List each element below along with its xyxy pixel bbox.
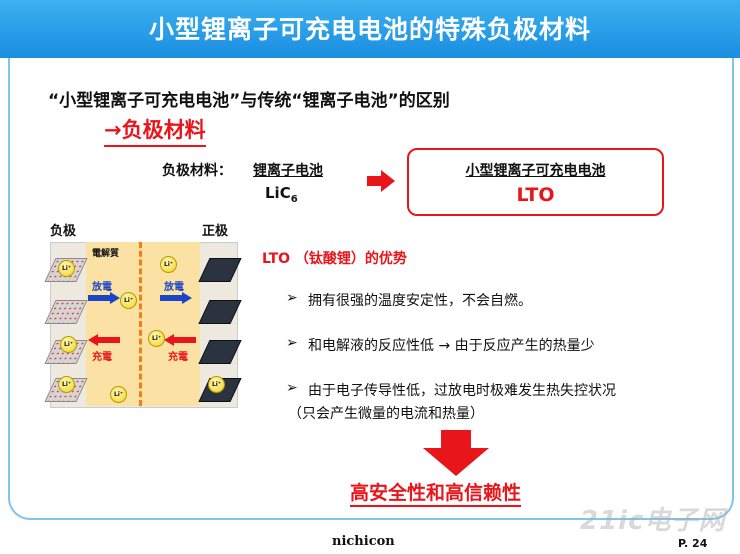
battery-diagram: 负极 正极 電解質 Li⁺ Li⁺ Li⁺ Li⁺ Li⁺ Li⁺ Li⁺ Li… [36, 216, 246, 416]
advantage-text: 拥有很强的温度安定性，不会自燃。 [308, 293, 532, 309]
advantage-text: 由于电子传导性低，过放电时极难发生热失控状况 [308, 383, 616, 399]
lithium-ion-icon: Li⁺ [208, 376, 225, 393]
conclusion-text: 高安全性和高信赖性 [350, 478, 522, 507]
lithium-ion-icon: Li⁺ [58, 260, 75, 277]
watermark: 21ic电子网 [580, 506, 726, 536]
lithium-ion-icon: Li⁺ [160, 256, 177, 273]
formula-main: LiC [265, 184, 291, 202]
bullet-icon: ➢ [286, 335, 298, 351]
page-number: P. 24 [678, 537, 708, 550]
conventional-formula: LiC6 [265, 184, 298, 205]
new-battery-box: 小型锂离子可充电电池 LTO [407, 148, 664, 216]
electrolyte-area [86, 242, 200, 406]
bullet-icon: ➢ [286, 380, 298, 396]
advantage-continuation: （只会产生微量的电流和热量） [288, 406, 484, 422]
discharge-label: 放電 [164, 282, 184, 293]
negative-electrode-label: 负极 [50, 224, 77, 239]
discharge-arrow-icon [88, 292, 120, 304]
electrolyte-label: 電解質 [92, 249, 120, 259]
new-battery-name: 小型锂离子可充电电池 [465, 163, 606, 179]
lithium-ion-icon: Li⁺ [120, 292, 137, 309]
arrow-right-icon [367, 170, 395, 192]
slide-header: 小型锂离子可充电电池的特殊负极材料 [0, 0, 740, 58]
charge-arrow-icon [164, 334, 196, 346]
advantage-text: 和电解液的反应性低 → 由于反应产生的热量少 [308, 338, 595, 354]
formula-subscript: 6 [290, 194, 298, 205]
lithium-ion-icon: Li⁺ [60, 336, 77, 353]
discharge-arrow-icon [160, 292, 192, 304]
conventional-battery-name: 锂离子电池 [253, 163, 323, 179]
slide-title: 小型锂离子可充电电池的特殊负极材料 [148, 15, 591, 44]
bullet-icon: ➢ [286, 290, 298, 306]
advantages-title: LTO （钛酸锂）的优势 [262, 251, 407, 267]
anode-material-label: 负极材料： [162, 163, 232, 179]
charge-arrow-icon [88, 334, 120, 346]
section-title: →负极材料 [104, 114, 206, 147]
lithium-ion-icon: Li⁺ [110, 386, 127, 403]
new-anode-material: LTO [516, 184, 555, 206]
separator [139, 242, 142, 406]
discharge-label: 放電 [92, 282, 112, 293]
charge-label: 充電 [168, 352, 188, 363]
arrow-down-icon [423, 430, 489, 476]
lithium-ion-icon: Li⁺ [148, 330, 165, 347]
company-logo: nichicon [332, 534, 395, 549]
positive-electrode-label: 正极 [202, 224, 229, 239]
slide-subtitle: “小型锂离子可充电电池”与传统“锂离子电池”的区别 [48, 91, 450, 111]
lithium-ion-icon: Li⁺ [58, 376, 75, 393]
charge-label: 充電 [92, 352, 112, 363]
